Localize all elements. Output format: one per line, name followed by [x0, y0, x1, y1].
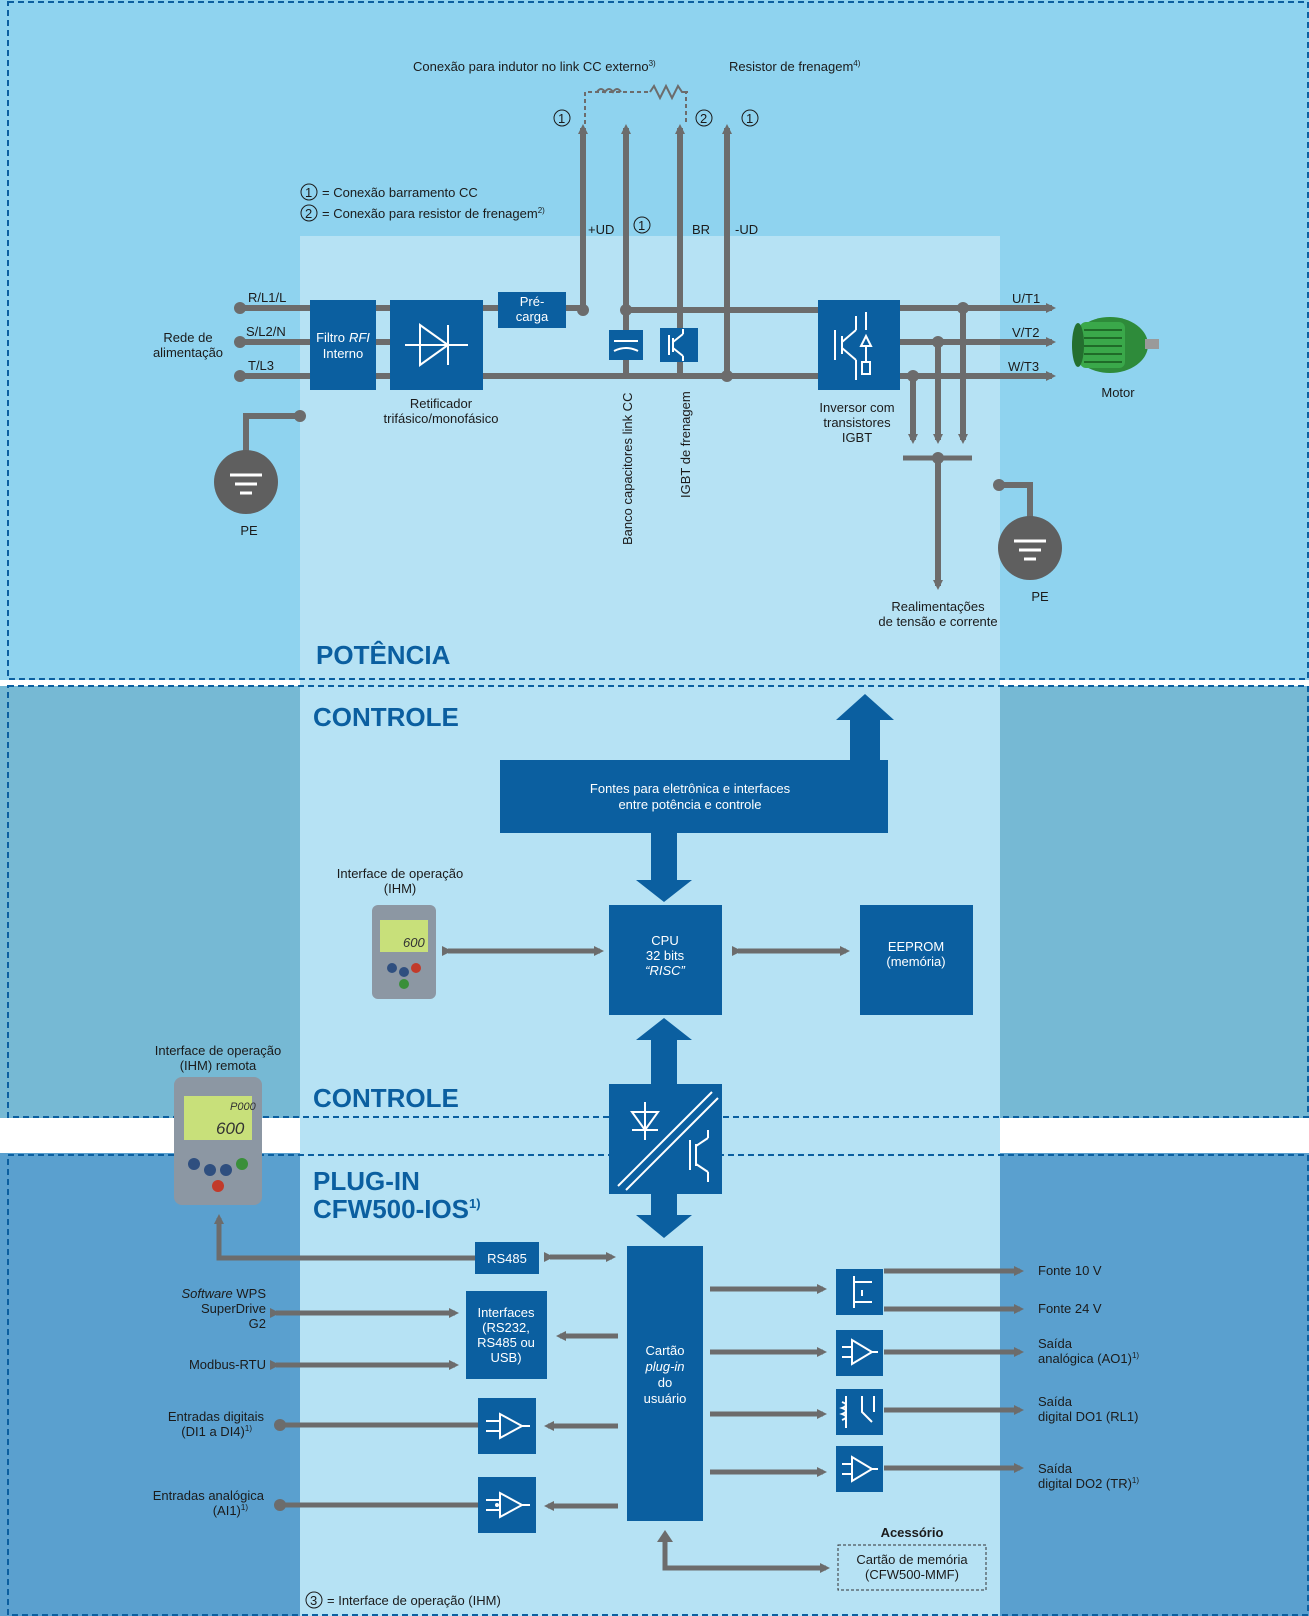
diode-icon — [405, 323, 468, 367]
svg-text:= Conexão barramento CC: = Conexão barramento CC — [322, 185, 478, 200]
controle-title-top: CONTROLE — [313, 702, 459, 732]
rl1-label: R/L1/L — [248, 290, 286, 305]
filtro-rfi-block — [310, 300, 376, 390]
fonte10-label: Fonte 10 V — [1038, 1263, 1102, 1278]
hmi-keypad-icon: 600 — [372, 905, 436, 999]
optocoupler-icon — [617, 1091, 719, 1191]
wt3-label: W/T3 — [1008, 359, 1039, 374]
svg-text:Cartão de memória(CFW500-MMF): Cartão de memória(CFW500-MMF) — [856, 1552, 968, 1582]
minus-ud-label: -UD — [735, 222, 758, 237]
memory-card-box — [837, 1544, 987, 1591]
svg-text:3: 3 — [310, 1593, 317, 1608]
ihm-remota-label: Interface de operação(IHM) remota — [155, 1043, 281, 1073]
rs485-block — [475, 1242, 539, 1274]
capacitor-icon — [613, 340, 639, 352]
igbt-icon — [668, 329, 684, 361]
svg-text:RS485: RS485 — [487, 1251, 527, 1266]
capacitor-block — [609, 330, 643, 360]
svg-text:Pré-carga: Pré-carga — [516, 294, 549, 324]
svg-text:600: 600 — [403, 935, 425, 950]
analog-buffer-icon — [486, 1491, 530, 1519]
supply-block — [836, 1269, 883, 1315]
sl2-label: S/L2/N — [246, 324, 286, 339]
igbt-frenagem-block — [660, 328, 698, 362]
svg-text:2: 2 — [305, 206, 312, 221]
potencia-title: POTÊNCIA — [316, 640, 451, 670]
top-inductor-label: Conexão para indutor no link CC externo3… — [413, 59, 656, 74]
fontes-block — [500, 760, 888, 833]
svg-text:EEPROM(memória): EEPROM(memória) — [886, 939, 945, 969]
ihm-label: Interface de operação(IHM) — [337, 866, 463, 896]
bottom-note: 3 = Interface de operação (IHM) — [305, 1591, 501, 1609]
relay-icon — [839, 1396, 875, 1428]
plus-ud-label: +UD — [588, 222, 614, 237]
svg-text:2: 2 — [700, 111, 707, 126]
interfaces-block — [466, 1291, 547, 1379]
svg-text:1: 1 — [746, 111, 753, 126]
eeprom-block — [860, 905, 973, 1015]
svg-text:= Interface de operação (IHM): = Interface de operação (IHM) — [327, 1593, 501, 1608]
buffer-icon — [486, 1412, 530, 1440]
acessorio-label: Acessório — [881, 1525, 944, 1540]
vt2-label: V/T2 — [1012, 325, 1039, 340]
ground-icon-right — [993, 479, 1062, 580]
supply-icon — [853, 1276, 872, 1308]
pe-left-label: PE — [240, 523, 258, 538]
din-label: Entradas digitais(DI1 a DI4)1) — [168, 1409, 265, 1439]
circle-num-1c: 1 — [633, 216, 651, 234]
circle-num-2a: 2 — [695, 109, 713, 127]
circle-num-1b: 1 — [741, 109, 759, 127]
ain-label: Entradas analógica(AI1)1) — [153, 1488, 265, 1518]
circle-num-1a: 1 — [553, 109, 571, 127]
svg-text:600: 600 — [216, 1119, 245, 1138]
inductor-icon — [596, 88, 622, 94]
pre-carga-block — [498, 292, 566, 328]
motor-label: Motor — [1101, 385, 1135, 400]
cpu-block — [609, 905, 722, 1015]
svg-text:Fontes para eletrônica e inter: Fontes para eletrônica e interfacesentre… — [590, 781, 791, 812]
top-resistor-label: Resistor de frenagem4) — [729, 59, 861, 74]
svg-text:P000: P000 — [230, 1101, 257, 1113]
ao-buffer-icon — [842, 1338, 878, 1366]
ground-icon-left — [214, 410, 306, 514]
do1-block — [836, 1389, 883, 1435]
modbus-label: Modbus-RTU — [189, 1357, 266, 1372]
svg-text:1: 1 — [558, 111, 565, 126]
pe-right-label: PE — [1031, 589, 1049, 604]
controle-title-bottom: CONTROLE — [313, 1083, 459, 1113]
do-buffer-icon — [842, 1455, 878, 1483]
svg-text:= Conexão para resistor de fre: = Conexão para resistor de frenagem2) — [322, 206, 545, 221]
tl3-label: T/L3 — [248, 358, 274, 373]
banco-label: Banco capacitores link CC — [620, 393, 635, 545]
legend: 1 = Conexão barramento CC 2 = Conexão pa… — [300, 183, 545, 222]
svg-text:1: 1 — [638, 218, 645, 233]
igbt-frenagem-label: IGBT de frenagem — [678, 391, 693, 498]
igbt-inverter-icon — [834, 312, 873, 380]
inversor-block — [818, 300, 900, 390]
ut1-label: U/T1 — [1012, 291, 1040, 306]
remote-hmi-icon: P000 600 — [174, 1077, 262, 1205]
fonte24-label: Fonte 24 V — [1038, 1301, 1102, 1316]
svg-text:1: 1 — [305, 185, 312, 200]
br-label: BR — [692, 222, 710, 237]
resistor-icon — [649, 83, 688, 101]
cartao-plugin-block — [627, 1246, 703, 1521]
motor-icon — [1072, 317, 1159, 373]
